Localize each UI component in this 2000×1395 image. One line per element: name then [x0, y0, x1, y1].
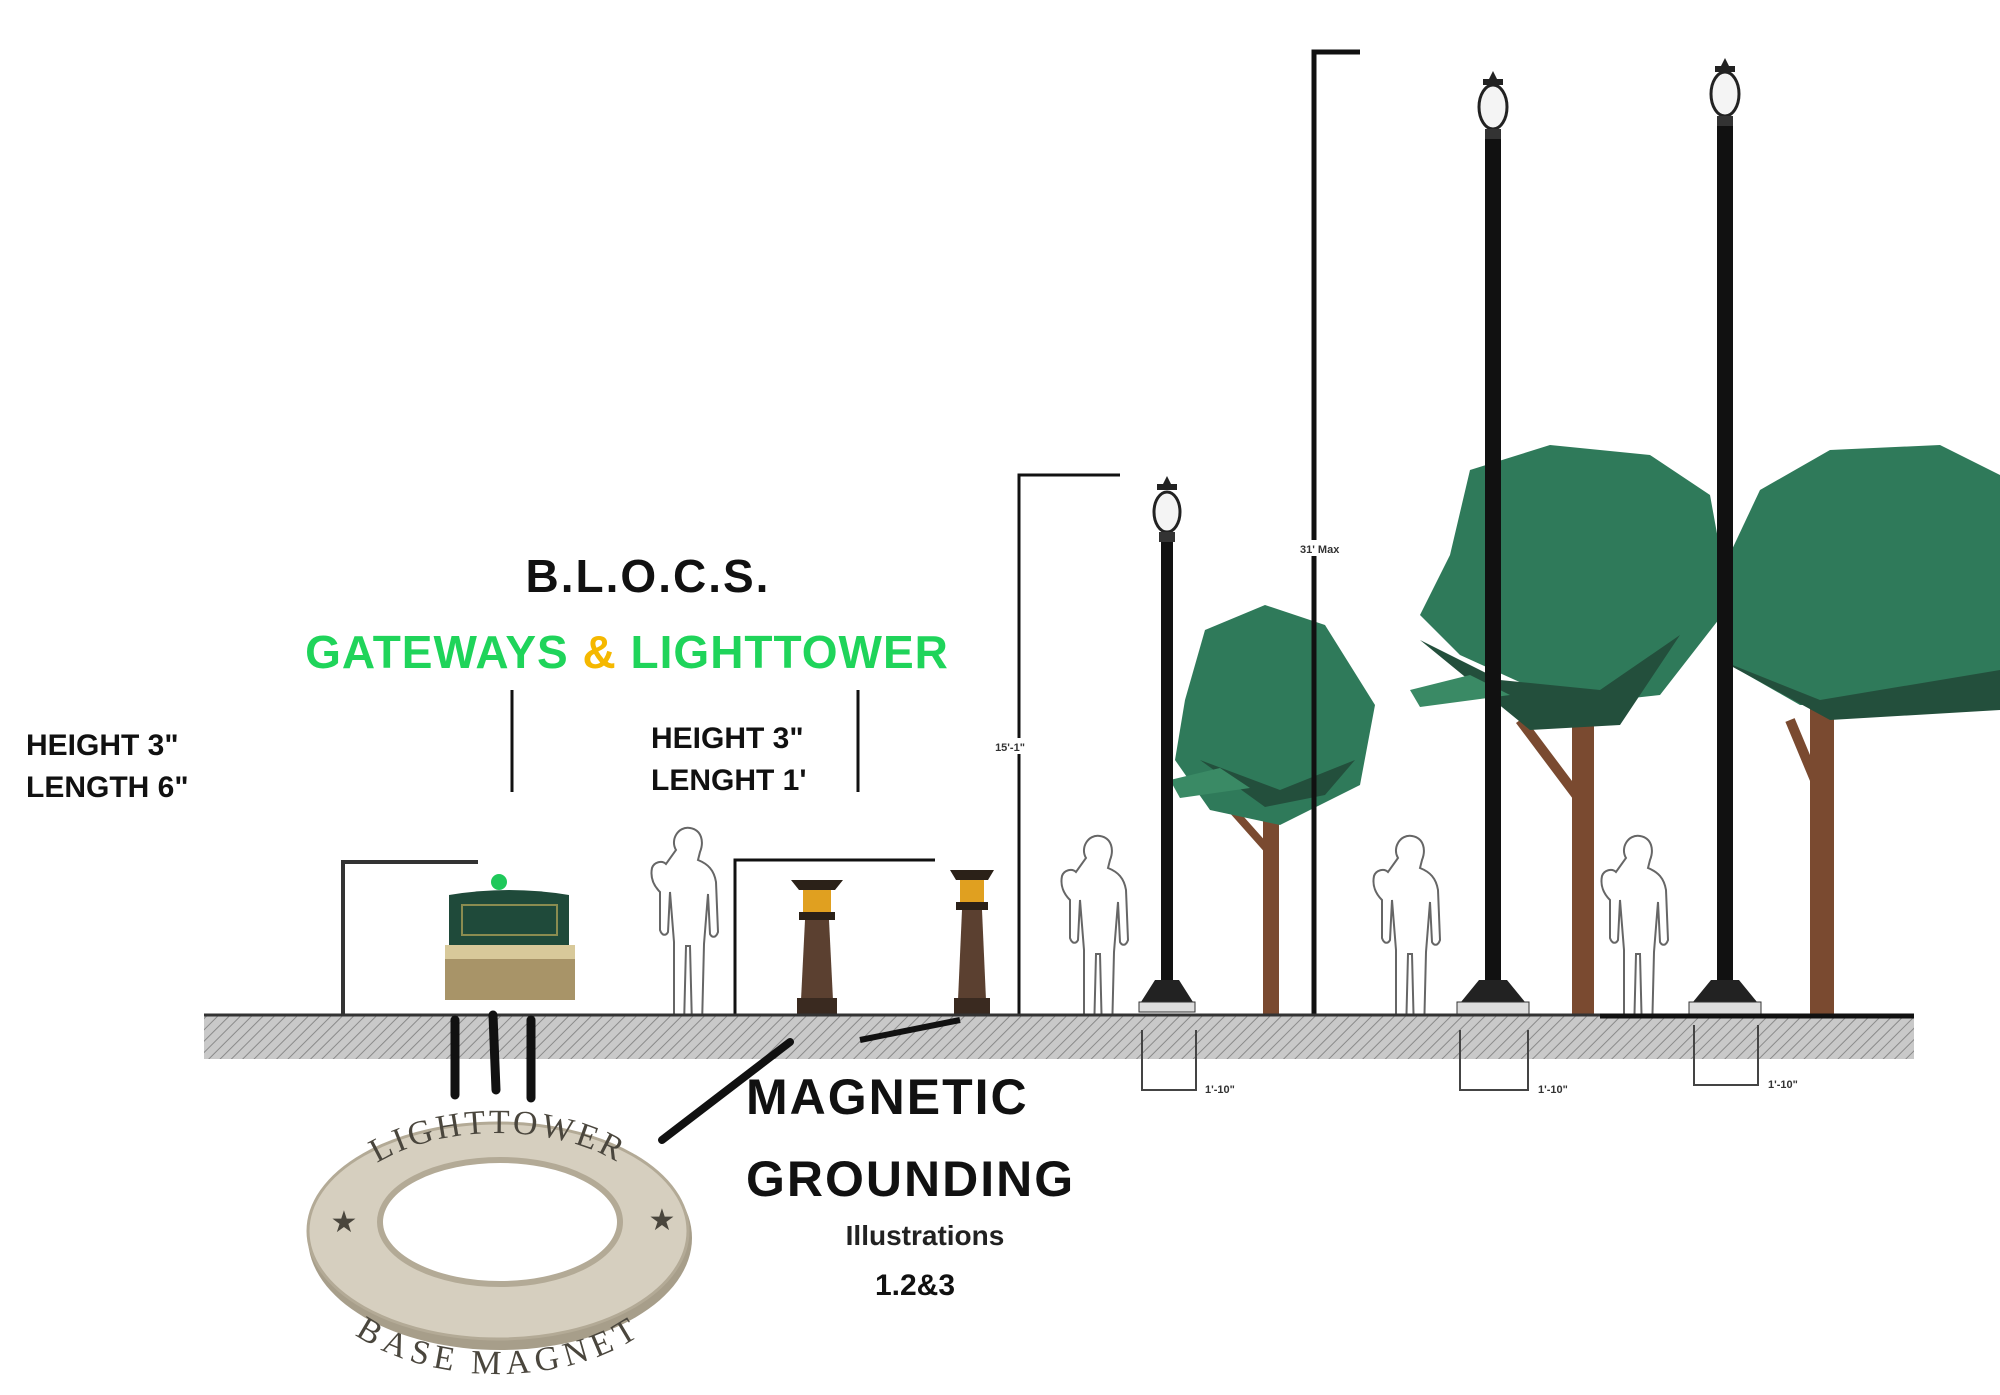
bollard-light	[950, 870, 994, 1014]
gateway-height: HEIGHT 3"	[26, 729, 179, 762]
bollard-dimension-bracket	[733, 858, 935, 1014]
caption-numbers: 1.2&3	[875, 1269, 955, 1302]
street-lamp	[1138, 476, 1196, 1013]
star-icon: ★	[331, 1205, 358, 1240]
title: B.L.O.C.S.	[526, 550, 771, 602]
tree	[1720, 445, 2000, 1014]
person-silhouette	[650, 826, 719, 1027]
max-height-label: 31' Max	[1300, 544, 1340, 556]
grounding-rods	[450, 1010, 536, 1103]
gateway-sign	[445, 874, 575, 1000]
subtitle-gateways: GATEWAYS	[305, 626, 569, 678]
tree	[1410, 445, 1730, 1014]
footing-label: 1'-10"	[1768, 1079, 1798, 1091]
pointer-line	[859, 1017, 961, 1043]
gateway-dimension-bracket	[341, 860, 478, 1014]
dimension-max-height: 31' Max	[1296, 49, 1376, 1014]
person-silhouette	[1372, 834, 1441, 1035]
base-magnet-ring: LIGHTTOWER BASE MAGNET ★ ★	[306, 1104, 692, 1382]
ground-section	[204, 1014, 1914, 1059]
footing-label: 1'-10"	[1538, 1084, 1568, 1096]
bollard-light	[791, 880, 843, 1014]
tree	[1170, 605, 1375, 1014]
pointer-line	[658, 1038, 794, 1144]
subtitle: GATEWAYS & LIGHTTOWER	[305, 626, 949, 678]
star-icon: ★	[649, 1203, 676, 1238]
bollard-length: LENGHT 1'	[651, 764, 806, 797]
person-silhouette	[1600, 834, 1669, 1035]
street-lamp	[1688, 58, 1762, 1015]
bollard-height: HEIGHT 3"	[651, 722, 804, 755]
footing-dimension	[1141, 1025, 1759, 1091]
mid-height-label: 15'-1"	[995, 742, 1025, 754]
caption-illustrations: Illustrations	[846, 1220, 1005, 1251]
dimension-mid-height: 15'-1"	[990, 473, 1120, 1014]
caption-magnetic: MAGNETIC	[746, 1069, 1029, 1125]
gateway-length: LENGTH 6"	[26, 771, 189, 804]
subtitle-lighttower: LIGHTTOWER	[631, 626, 949, 678]
person-silhouette	[1060, 834, 1129, 1035]
caption-grounding: GROUNDING	[746, 1151, 1075, 1207]
footing-label: 1'-10"	[1205, 1084, 1235, 1096]
street-lamp	[1456, 71, 1530, 1015]
subtitle-ampersand: &	[583, 626, 617, 678]
green-indicator-light	[491, 874, 507, 890]
